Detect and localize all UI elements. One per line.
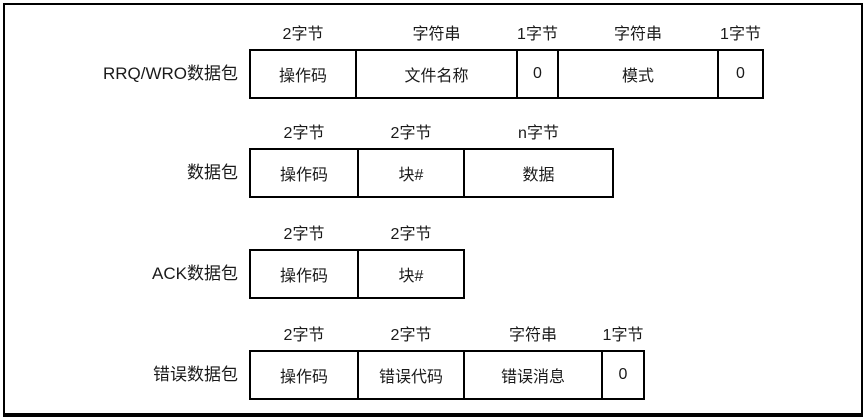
field-opcode: 2字节 操作码 [249, 223, 359, 299]
field-data: n字节 数据 [463, 122, 614, 198]
row-label-rrq-wrq-packet: RRQ/WRO数据包 [102, 64, 238, 83]
size-label: 字符串 [508, 327, 557, 344]
field-box: 文件名称 [355, 49, 518, 99]
field-box: 块# [357, 249, 465, 299]
row-label-error-packet: 错误数据包 [153, 365, 238, 384]
size-label: 2字节 [390, 226, 432, 243]
field-opcode: 2字节 操作码 [249, 23, 357, 99]
size-label: 2字节 [283, 327, 325, 344]
field-filename: 字符串 文件名称 [355, 23, 518, 99]
field-error-code: 2字节 错误代码 [357, 324, 465, 400]
field-box: 0 [601, 350, 645, 400]
field-box: 数据 [463, 148, 614, 198]
field-box: 操作码 [249, 249, 359, 299]
size-label: 字符串 [412, 26, 461, 43]
outer-frame [3, 3, 863, 417]
size-label: 1字节 [517, 26, 558, 43]
field-opcode: 2字节 操作码 [249, 324, 359, 400]
size-label: 1字节 [720, 26, 761, 43]
field-error-message: 字符串 错误消息 [463, 324, 603, 400]
size-label: 1字节 [602, 327, 644, 344]
size-label: 2字节 [282, 26, 324, 43]
packet-row-error: 2字节 操作码 2字节 错误代码 字符串 错误消息 1字节 0 [249, 324, 645, 400]
field-box: 操作码 [249, 350, 359, 400]
field-box: 块# [357, 148, 465, 198]
field-block-number: 2字节 块# [357, 223, 465, 299]
size-label: 2字节 [390, 327, 432, 344]
field-zero-terminator: 1字节 0 [516, 23, 559, 99]
field-box: 操作码 [249, 49, 357, 99]
packet-row-data: 2字节 操作码 2字节 块# n字节 数据 [249, 122, 614, 198]
field-box: 模式 [557, 49, 719, 99]
size-label: 2字节 [390, 125, 432, 142]
field-zero-terminator: 1字节 0 [601, 324, 645, 400]
field-box: 错误代码 [357, 350, 465, 400]
size-label: 字符串 [613, 26, 662, 43]
field-box: 0 [717, 49, 764, 99]
field-mode: 字符串 模式 [557, 23, 719, 99]
field-box: 错误消息 [463, 350, 603, 400]
packet-row-rrq-wrq: 2字节 操作码 字符串 文件名称 1字节 0 字符串 模式 1字节 0 [249, 23, 764, 99]
packet-row-ack: 2字节 操作码 2字节 块# [249, 223, 465, 299]
field-block-number: 2字节 块# [357, 122, 465, 198]
size-label: n字节 [518, 125, 559, 142]
field-box: 操作码 [249, 148, 359, 198]
size-label: 2字节 [283, 125, 325, 142]
field-zero-terminator: 1字节 0 [717, 23, 764, 99]
field-box: 0 [516, 49, 559, 99]
field-opcode: 2字节 操作码 [249, 122, 359, 198]
row-label-data-packet: 数据包 [187, 163, 238, 182]
size-label: 2字节 [283, 226, 325, 243]
row-label-ack-packet: ACK数据包 [152, 264, 238, 283]
